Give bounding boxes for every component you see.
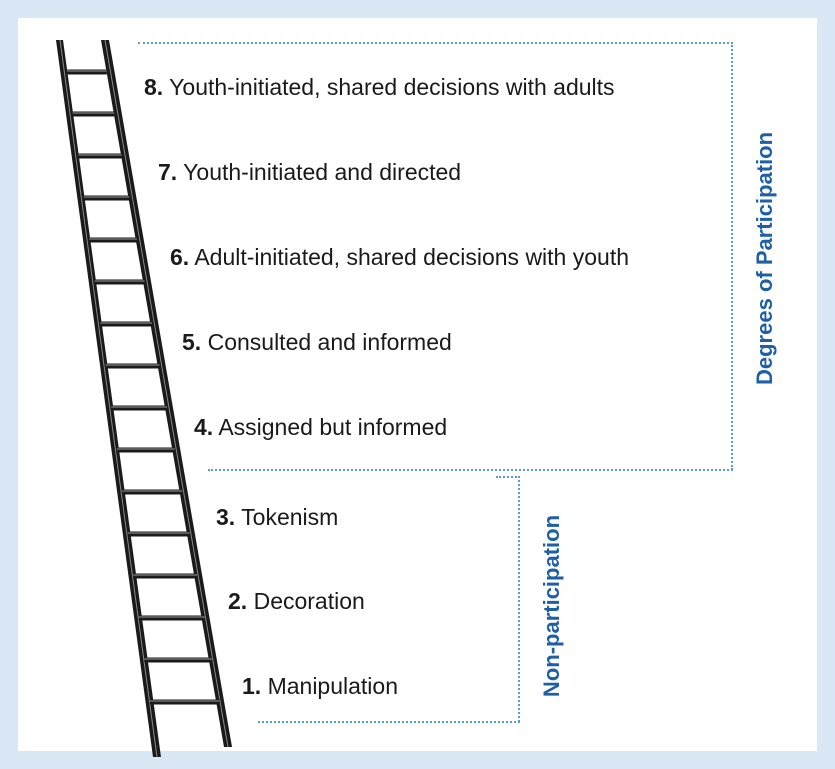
level-4-label: 4. Assigned but informed [194, 414, 448, 440]
non-participation-label: Non-participation [539, 514, 564, 698]
level-2-label: 2. Decoration [228, 588, 365, 614]
ladder-rung [83, 195, 130, 201]
level-1-label: 1. Manipulation [242, 673, 398, 699]
level-8-label: 8. Youth-initiated, shared decisions wit… [144, 74, 615, 100]
ladder-rung [72, 111, 115, 117]
diagram-panel [18, 18, 817, 751]
ladder-rung [122, 489, 183, 495]
ladder-rung [94, 279, 145, 285]
ladder-rung [127, 531, 190, 537]
ladder-rung [111, 405, 168, 411]
ladder-rung [144, 657, 213, 663]
ladder-rung [149, 699, 220, 705]
ladder-rung [89, 237, 137, 243]
non-participation-bracket-bottom [258, 721, 520, 723]
ladder-rung [100, 321, 153, 327]
participation-bracket-right [731, 42, 733, 470]
ladder-rung [138, 615, 205, 621]
degrees-of-participation-label: Degrees of Participation [752, 131, 777, 385]
non-participation-bracket-top [496, 476, 520, 478]
ladder-rung [78, 153, 122, 159]
level-6-label: 6. Adult-initiated, shared decisions wit… [170, 244, 629, 270]
ladder-rung [116, 447, 175, 453]
ladder-rungs [67, 69, 220, 705]
participation-bracket-top [138, 42, 733, 44]
ladder-rung [67, 69, 107, 75]
level-5-label: 5. Consulted and informed [182, 329, 452, 355]
ladder-rung [133, 573, 198, 579]
non-participation-bracket-right [518, 476, 520, 722]
level-7-label: 7. Youth-initiated and directed [158, 159, 462, 185]
level-3-label: 3. Tokenism [216, 504, 339, 530]
ladder-rung [105, 363, 160, 369]
participation-bracket-bottom [208, 469, 733, 471]
